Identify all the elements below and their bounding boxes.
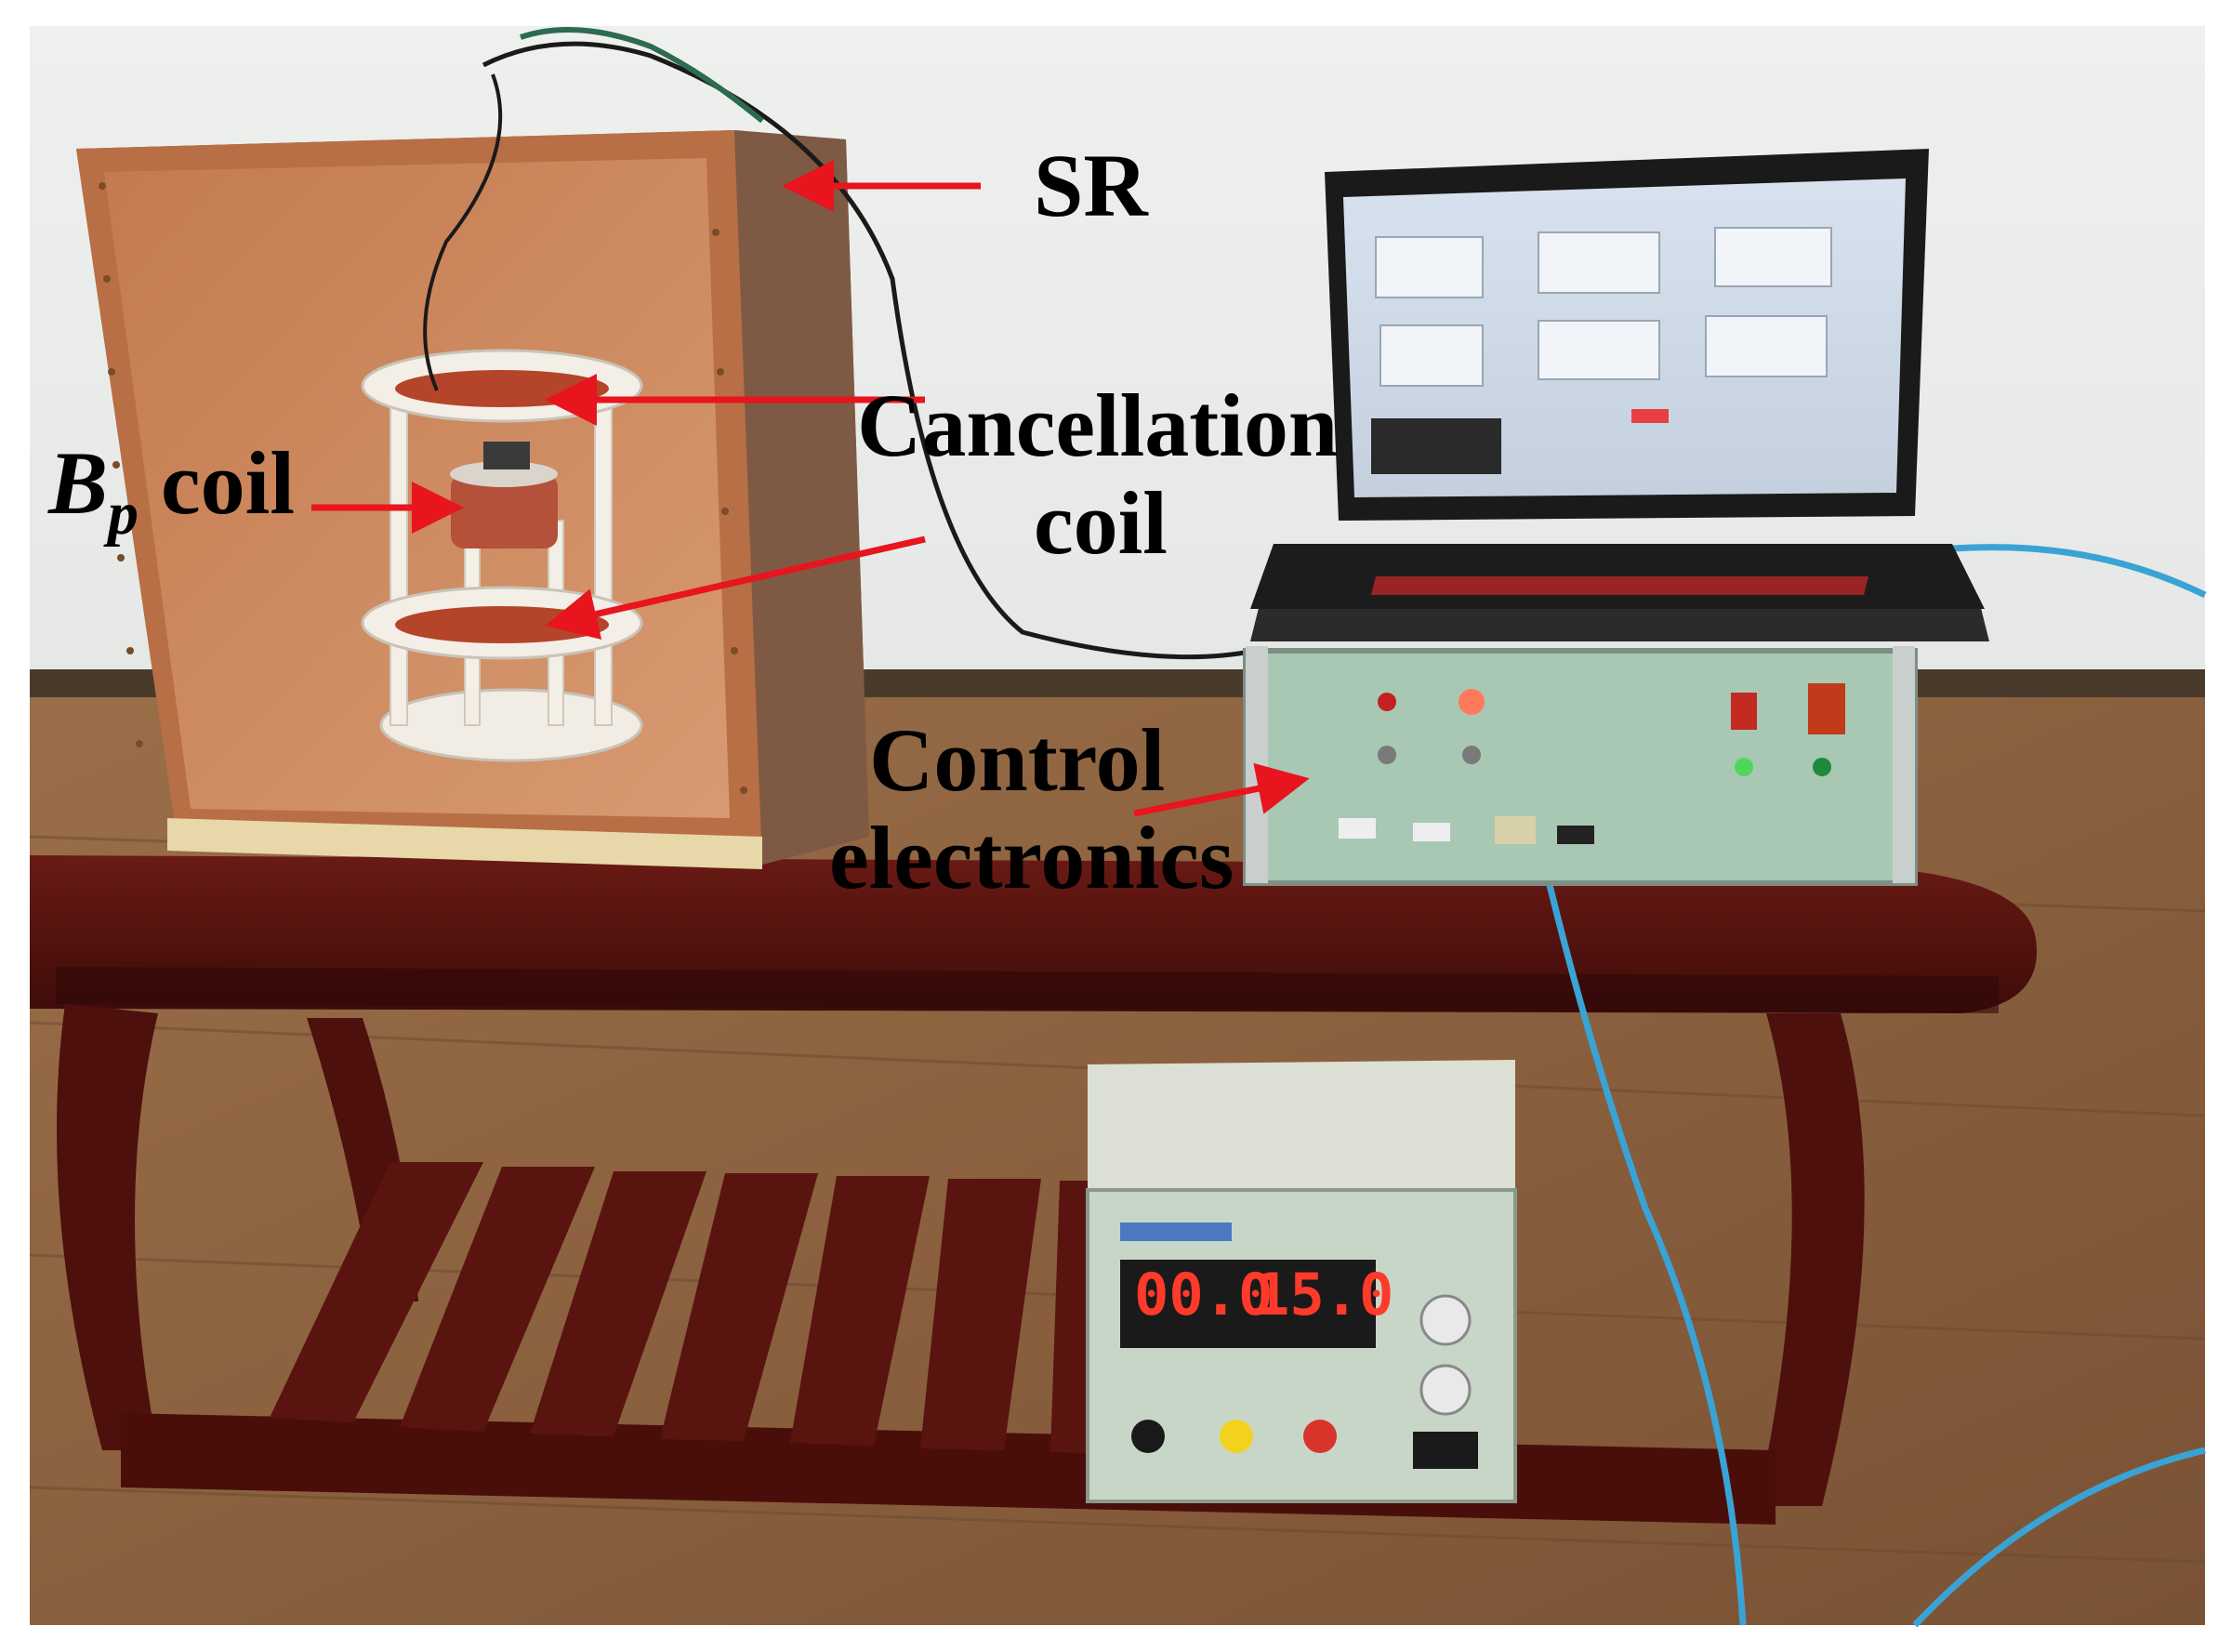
annotation-arrows xyxy=(311,160,1310,817)
electronics-front-panel xyxy=(1243,648,1918,886)
green-led-2 xyxy=(1813,758,1831,776)
label-cancellation-line2: coil xyxy=(1034,473,1168,573)
annotation-labels: SR Bp coil Cancellation coil Control ele… xyxy=(47,136,1338,907)
power-switch xyxy=(1413,1432,1478,1469)
label-sr: SR xyxy=(1034,136,1149,235)
laptop-base xyxy=(1250,604,1989,641)
terminal-black xyxy=(1131,1420,1165,1453)
usb-port-2 xyxy=(1413,823,1450,841)
label-bp-coil: Bp coil xyxy=(47,433,295,548)
label-cancellation-line1: Cancellation xyxy=(857,376,1338,475)
voltage-readout: 00.0 xyxy=(1134,1261,1273,1328)
label-bp-subscript: p xyxy=(103,480,139,548)
ethernet-port xyxy=(1495,816,1536,844)
table-leg-right xyxy=(1757,1013,1865,1506)
label-control-line1: Control xyxy=(869,710,1165,810)
label-control-line2: electronics xyxy=(829,808,1234,907)
knob-upper xyxy=(1419,1294,1472,1346)
status-led xyxy=(1459,689,1485,715)
power-led xyxy=(1378,693,1396,711)
arrow-control-electronics xyxy=(1133,762,1310,817)
bp-coil-body xyxy=(451,474,558,548)
lower-cancellation-winding xyxy=(395,606,609,643)
rocker-switch-1 xyxy=(1731,693,1757,730)
power-supply-top xyxy=(1088,1060,1515,1213)
knob-lower xyxy=(1419,1364,1472,1416)
laptop xyxy=(1250,149,1989,641)
dc-power-supply: 00.0 15.0 xyxy=(1086,1060,1517,1503)
label-bp-suffix: coil xyxy=(139,433,295,533)
serial-port xyxy=(1557,826,1594,844)
terminal-yellow xyxy=(1220,1420,1253,1453)
green-led-1 xyxy=(1735,758,1753,776)
arrow-cancellation-lower xyxy=(545,535,926,640)
label-bp-symbol: B xyxy=(47,433,108,533)
ethernet-cable xyxy=(1530,817,1747,1626)
current-readout: 15.0 xyxy=(1255,1261,1393,1328)
table-leg-left xyxy=(57,1004,158,1450)
cables xyxy=(423,27,2207,1628)
coil-assembly xyxy=(361,349,643,762)
led-display-panel xyxy=(1120,1260,1376,1348)
shield-box-side-panel xyxy=(734,130,869,865)
usb-port-1 xyxy=(1339,818,1376,839)
control-electronics-unit xyxy=(1243,646,1918,886)
terminal-red xyxy=(1303,1420,1337,1453)
assembly-base-ring xyxy=(379,688,643,762)
shield-box-base xyxy=(167,818,762,869)
rocker-switch-2 xyxy=(1808,683,1845,734)
